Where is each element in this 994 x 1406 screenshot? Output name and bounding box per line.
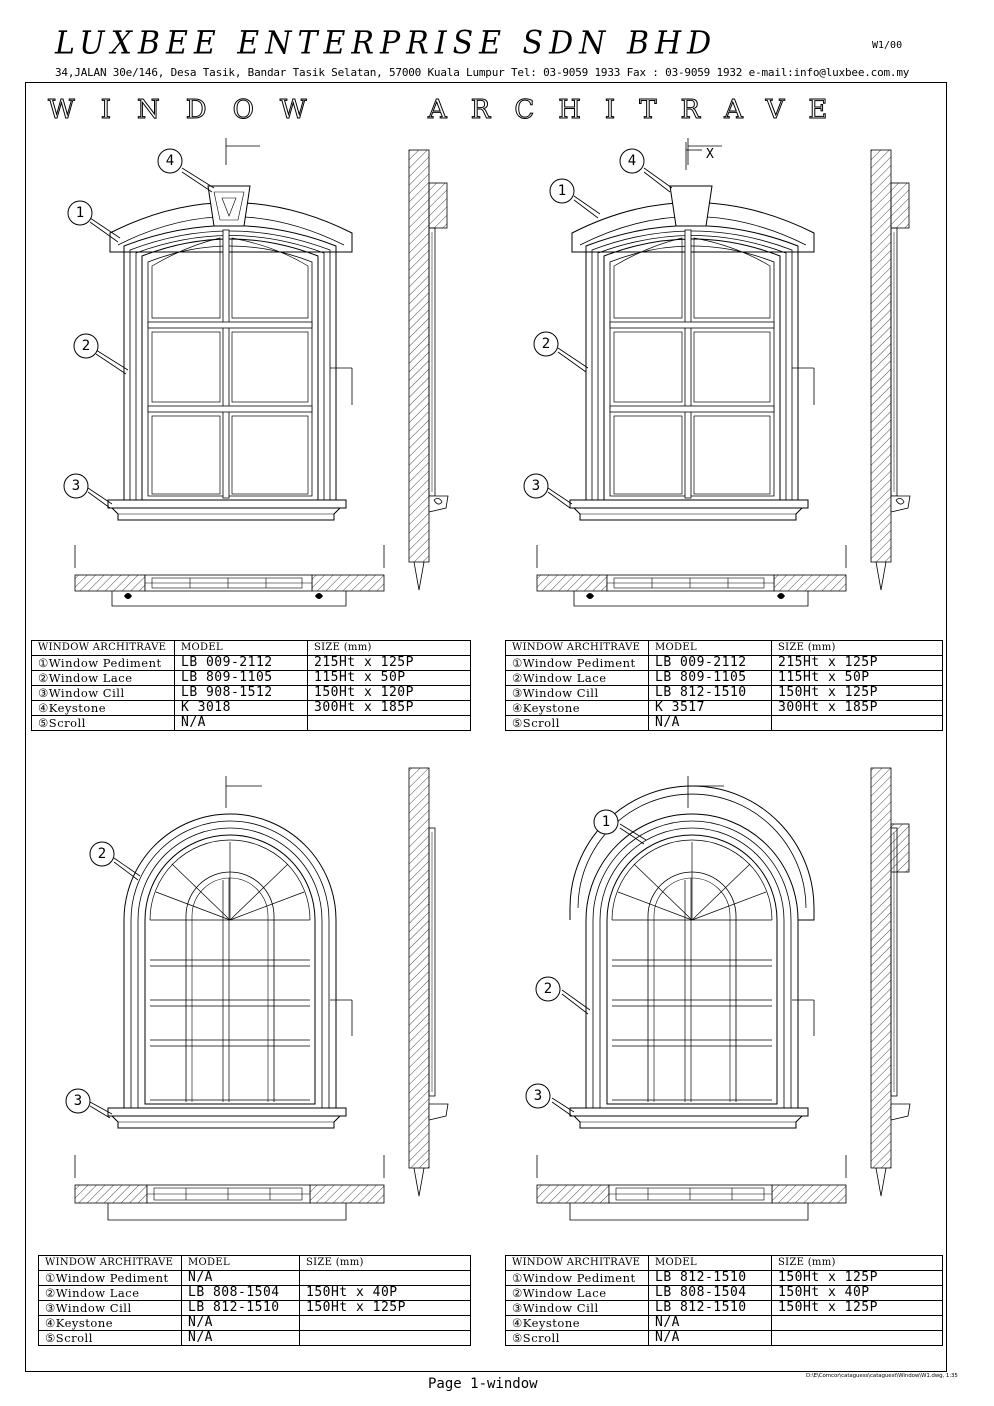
drawing-code: W1/00 (872, 40, 903, 51)
th-model: MODEL (648, 640, 772, 656)
th-architrave: WINDOW ARCHITRAVE (505, 640, 649, 656)
th-architrave: WINDOW ARCHITRAVE (505, 1255, 649, 1271)
keystone-shape-2 (669, 185, 713, 227)
th-size: SIZE (mm) (771, 640, 943, 656)
title-word-architrave: ARCHITRAVE (427, 95, 852, 126)
drawing-frame (25, 82, 947, 1372)
callout-3-panel-4: 3 (534, 1088, 542, 1104)
callout-4-panel-1: 4 (166, 153, 174, 169)
callout-markers (63, 148, 645, 1114)
th-architrave: WINDOW ARCHITRAVE (38, 1255, 182, 1271)
window-elevation-2 (536, 137, 911, 607)
leader-lines (87, 167, 673, 1119)
th-architrave: WINDOW ARCHITRAVE (31, 640, 175, 656)
callout-3-panel-2: 3 (532, 478, 540, 494)
company-address: 34,JALAN 30e/146, Desa Tasik, Bandar Tas… (55, 66, 910, 79)
file-path: D:\E\Comcor\cataguess\cataguest\Window\W… (806, 1373, 958, 1379)
th-model: MODEL (174, 640, 308, 656)
callout-1-panel-1: 1 (76, 205, 84, 221)
window-elevation-3 (74, 767, 449, 1221)
th-model: MODEL (181, 1255, 300, 1271)
callout-1-panel-4: 1 (602, 814, 610, 830)
th-size: SIZE (mm) (771, 1255, 943, 1271)
callout-2-panel-3: 2 (98, 846, 106, 862)
callout-3-panel-1: 3 (72, 478, 80, 494)
window-elevation-1 (74, 137, 449, 607)
keystone-shape-1 (207, 185, 251, 227)
window-elevation-4 (536, 767, 911, 1221)
th-size: SIZE (mm) (299, 1255, 471, 1271)
callout-2-panel-2: 2 (542, 336, 550, 352)
section-mark-x: X (706, 147, 714, 162)
th-size: SIZE (mm) (307, 640, 471, 656)
company-name: LUXBEE ENTERPRISE SDN BHD (55, 25, 718, 62)
callout-2-panel-1: 2 (82, 338, 90, 354)
callout-4-panel-2: 4 (628, 153, 636, 169)
callout-2-panel-4: 2 (544, 981, 552, 997)
page-number: Page 1-window (428, 1376, 538, 1392)
th-model: MODEL (648, 1255, 772, 1271)
callout-3-panel-3: 3 (74, 1093, 82, 1109)
callout-1-panel-2: 1 (558, 183, 566, 199)
title-word-window: WINDOW (48, 95, 333, 126)
